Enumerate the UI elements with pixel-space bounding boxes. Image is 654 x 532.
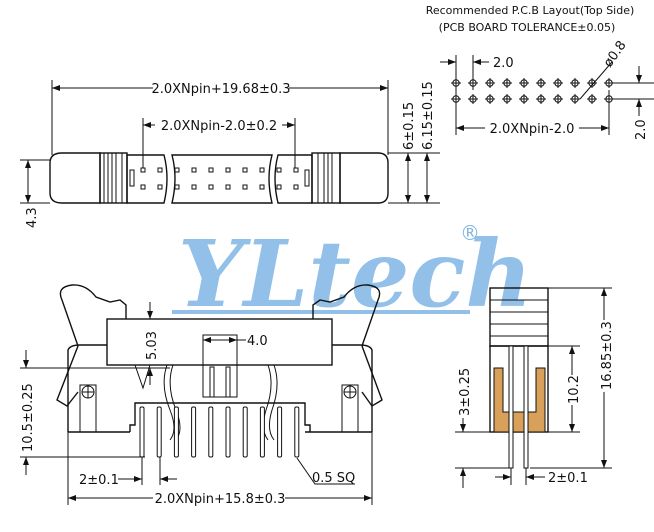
pcb-hole bbox=[553, 78, 563, 88]
pin-square bbox=[242, 184, 248, 190]
pin-square bbox=[276, 184, 282, 190]
pin-square bbox=[140, 184, 146, 190]
side-row-pitch-label: 2±0.1 bbox=[548, 471, 588, 486]
hole-crosshair bbox=[451, 94, 461, 104]
pcb-tolerance-note: (PCB BOARD TOLERANCE±0.05) bbox=[439, 21, 616, 34]
latch-height-label: 5.03 bbox=[145, 331, 160, 360]
front-pin-row bbox=[139, 406, 300, 458]
pcb-layout-title: Recommended P.C.B Layout(Top Side) bbox=[426, 4, 635, 17]
front-view: 10.5±0.25 5.03 4.0 2±0.1 0.5 SQ 2.0XNpin… bbox=[18, 284, 383, 507]
pin-square bbox=[276, 167, 282, 173]
hole-crosshair bbox=[485, 78, 495, 88]
pcb-hole bbox=[570, 94, 580, 104]
hole-crosshair bbox=[570, 78, 580, 88]
height-label: 10.5±0.25 bbox=[21, 383, 36, 452]
hole-crosshair bbox=[519, 94, 529, 104]
pin-square bbox=[174, 184, 180, 190]
front-overall-length-label: 2.0XNpin+15.8±0.3 bbox=[155, 492, 286, 507]
pcb-hole bbox=[485, 94, 495, 104]
pin-square bbox=[174, 167, 180, 173]
pin-square bbox=[191, 167, 197, 173]
pcb-row-pitch-label: 2.0 bbox=[634, 119, 649, 140]
pin-square bbox=[157, 184, 163, 190]
pcb-hole bbox=[468, 78, 478, 88]
pcb-hole bbox=[485, 78, 495, 88]
hole-crosshair bbox=[536, 94, 546, 104]
hole-crosshair bbox=[553, 94, 563, 104]
pin-square bbox=[242, 167, 248, 173]
offset-label: 4.3 bbox=[25, 207, 40, 228]
hole-crosshair bbox=[553, 78, 563, 88]
pcb-hole bbox=[587, 78, 597, 88]
key-width-label: 4.0 bbox=[247, 334, 268, 349]
pin-square bbox=[157, 167, 163, 173]
pcb-hole bbox=[451, 94, 461, 104]
hole-crosshair bbox=[536, 78, 546, 88]
hole-crosshair bbox=[468, 94, 478, 104]
pin-square bbox=[225, 167, 231, 173]
pin bbox=[208, 406, 214, 458]
hole-diameter-label: ø0.8 bbox=[601, 38, 630, 70]
hole-crosshair bbox=[451, 78, 461, 88]
pcb-hole bbox=[468, 94, 478, 104]
pin-square bbox=[208, 184, 214, 190]
registered-mark: ® bbox=[460, 221, 480, 245]
overall-length-label: 2.0XNpin+19.68±0.3 bbox=[151, 82, 290, 97]
pin bbox=[294, 406, 300, 458]
hole-crosshair bbox=[502, 78, 512, 88]
hole-crosshair bbox=[468, 78, 478, 88]
pcb-hole bbox=[553, 94, 563, 104]
top-pin-grid bbox=[140, 167, 299, 190]
pcb-hole bbox=[570, 78, 580, 88]
pin bbox=[173, 406, 179, 458]
pcb-hole-grid bbox=[451, 78, 614, 104]
pin bbox=[139, 406, 145, 458]
width-inner-label: 6±0.15 bbox=[402, 102, 417, 150]
pin-square bbox=[293, 184, 299, 190]
hole-crosshair bbox=[485, 94, 495, 104]
pin-size-label: 0.5 SQ bbox=[312, 471, 355, 486]
pin-square bbox=[259, 184, 265, 190]
total-height-label: 16.85±0.3 bbox=[600, 321, 615, 390]
pin bbox=[225, 406, 231, 458]
pcb-pitch-label: 2.0 bbox=[493, 56, 514, 71]
pin-square bbox=[191, 184, 197, 190]
pcb-row-span-label: 2.0XNpin-2.0 bbox=[490, 122, 575, 137]
pin bbox=[191, 406, 197, 458]
pcb-hole bbox=[536, 78, 546, 88]
side-view: 16.85±0.3 10.2 3±0.25 2±0.1 bbox=[455, 287, 615, 488]
pcb-hole bbox=[502, 78, 512, 88]
pcb-hole bbox=[502, 94, 512, 104]
width-outer-label: 6.15±0.15 bbox=[421, 81, 436, 150]
top-view: 2.0XNpin+19.68±0.3 2.0XNpin-2.0±0.2 4.3 … bbox=[20, 79, 440, 228]
pin-square bbox=[293, 167, 299, 173]
pcb-hole bbox=[519, 78, 529, 88]
pin-pitch-label: 2±0.1 bbox=[79, 473, 119, 488]
hole-crosshair bbox=[519, 78, 529, 88]
hole-crosshair bbox=[570, 94, 580, 104]
hole-crosshair bbox=[502, 94, 512, 104]
pin-square bbox=[225, 184, 231, 190]
pin-square bbox=[259, 167, 265, 173]
logo-watermark: YLtech ® bbox=[172, 220, 532, 328]
pcb-hole bbox=[587, 94, 597, 104]
pin bbox=[156, 406, 162, 458]
pin bbox=[242, 406, 248, 458]
hole-crosshair bbox=[587, 78, 597, 88]
pcb-hole bbox=[451, 78, 461, 88]
hole-crosshair bbox=[587, 94, 597, 104]
pin-square bbox=[208, 167, 214, 173]
pcb-hole bbox=[536, 94, 546, 104]
pin bbox=[259, 406, 265, 458]
body-height-label: 10.2 bbox=[567, 375, 582, 404]
pin-square bbox=[140, 167, 146, 173]
pcb-hole bbox=[519, 94, 529, 104]
pin-length-label: 3±0.25 bbox=[458, 368, 473, 416]
pcb-layout: Recommended P.C.B Layout(Top Side) (PCB … bbox=[426, 4, 654, 140]
pin bbox=[277, 406, 283, 458]
pin-span-label: 2.0XNpin-2.0±0.2 bbox=[161, 119, 277, 134]
